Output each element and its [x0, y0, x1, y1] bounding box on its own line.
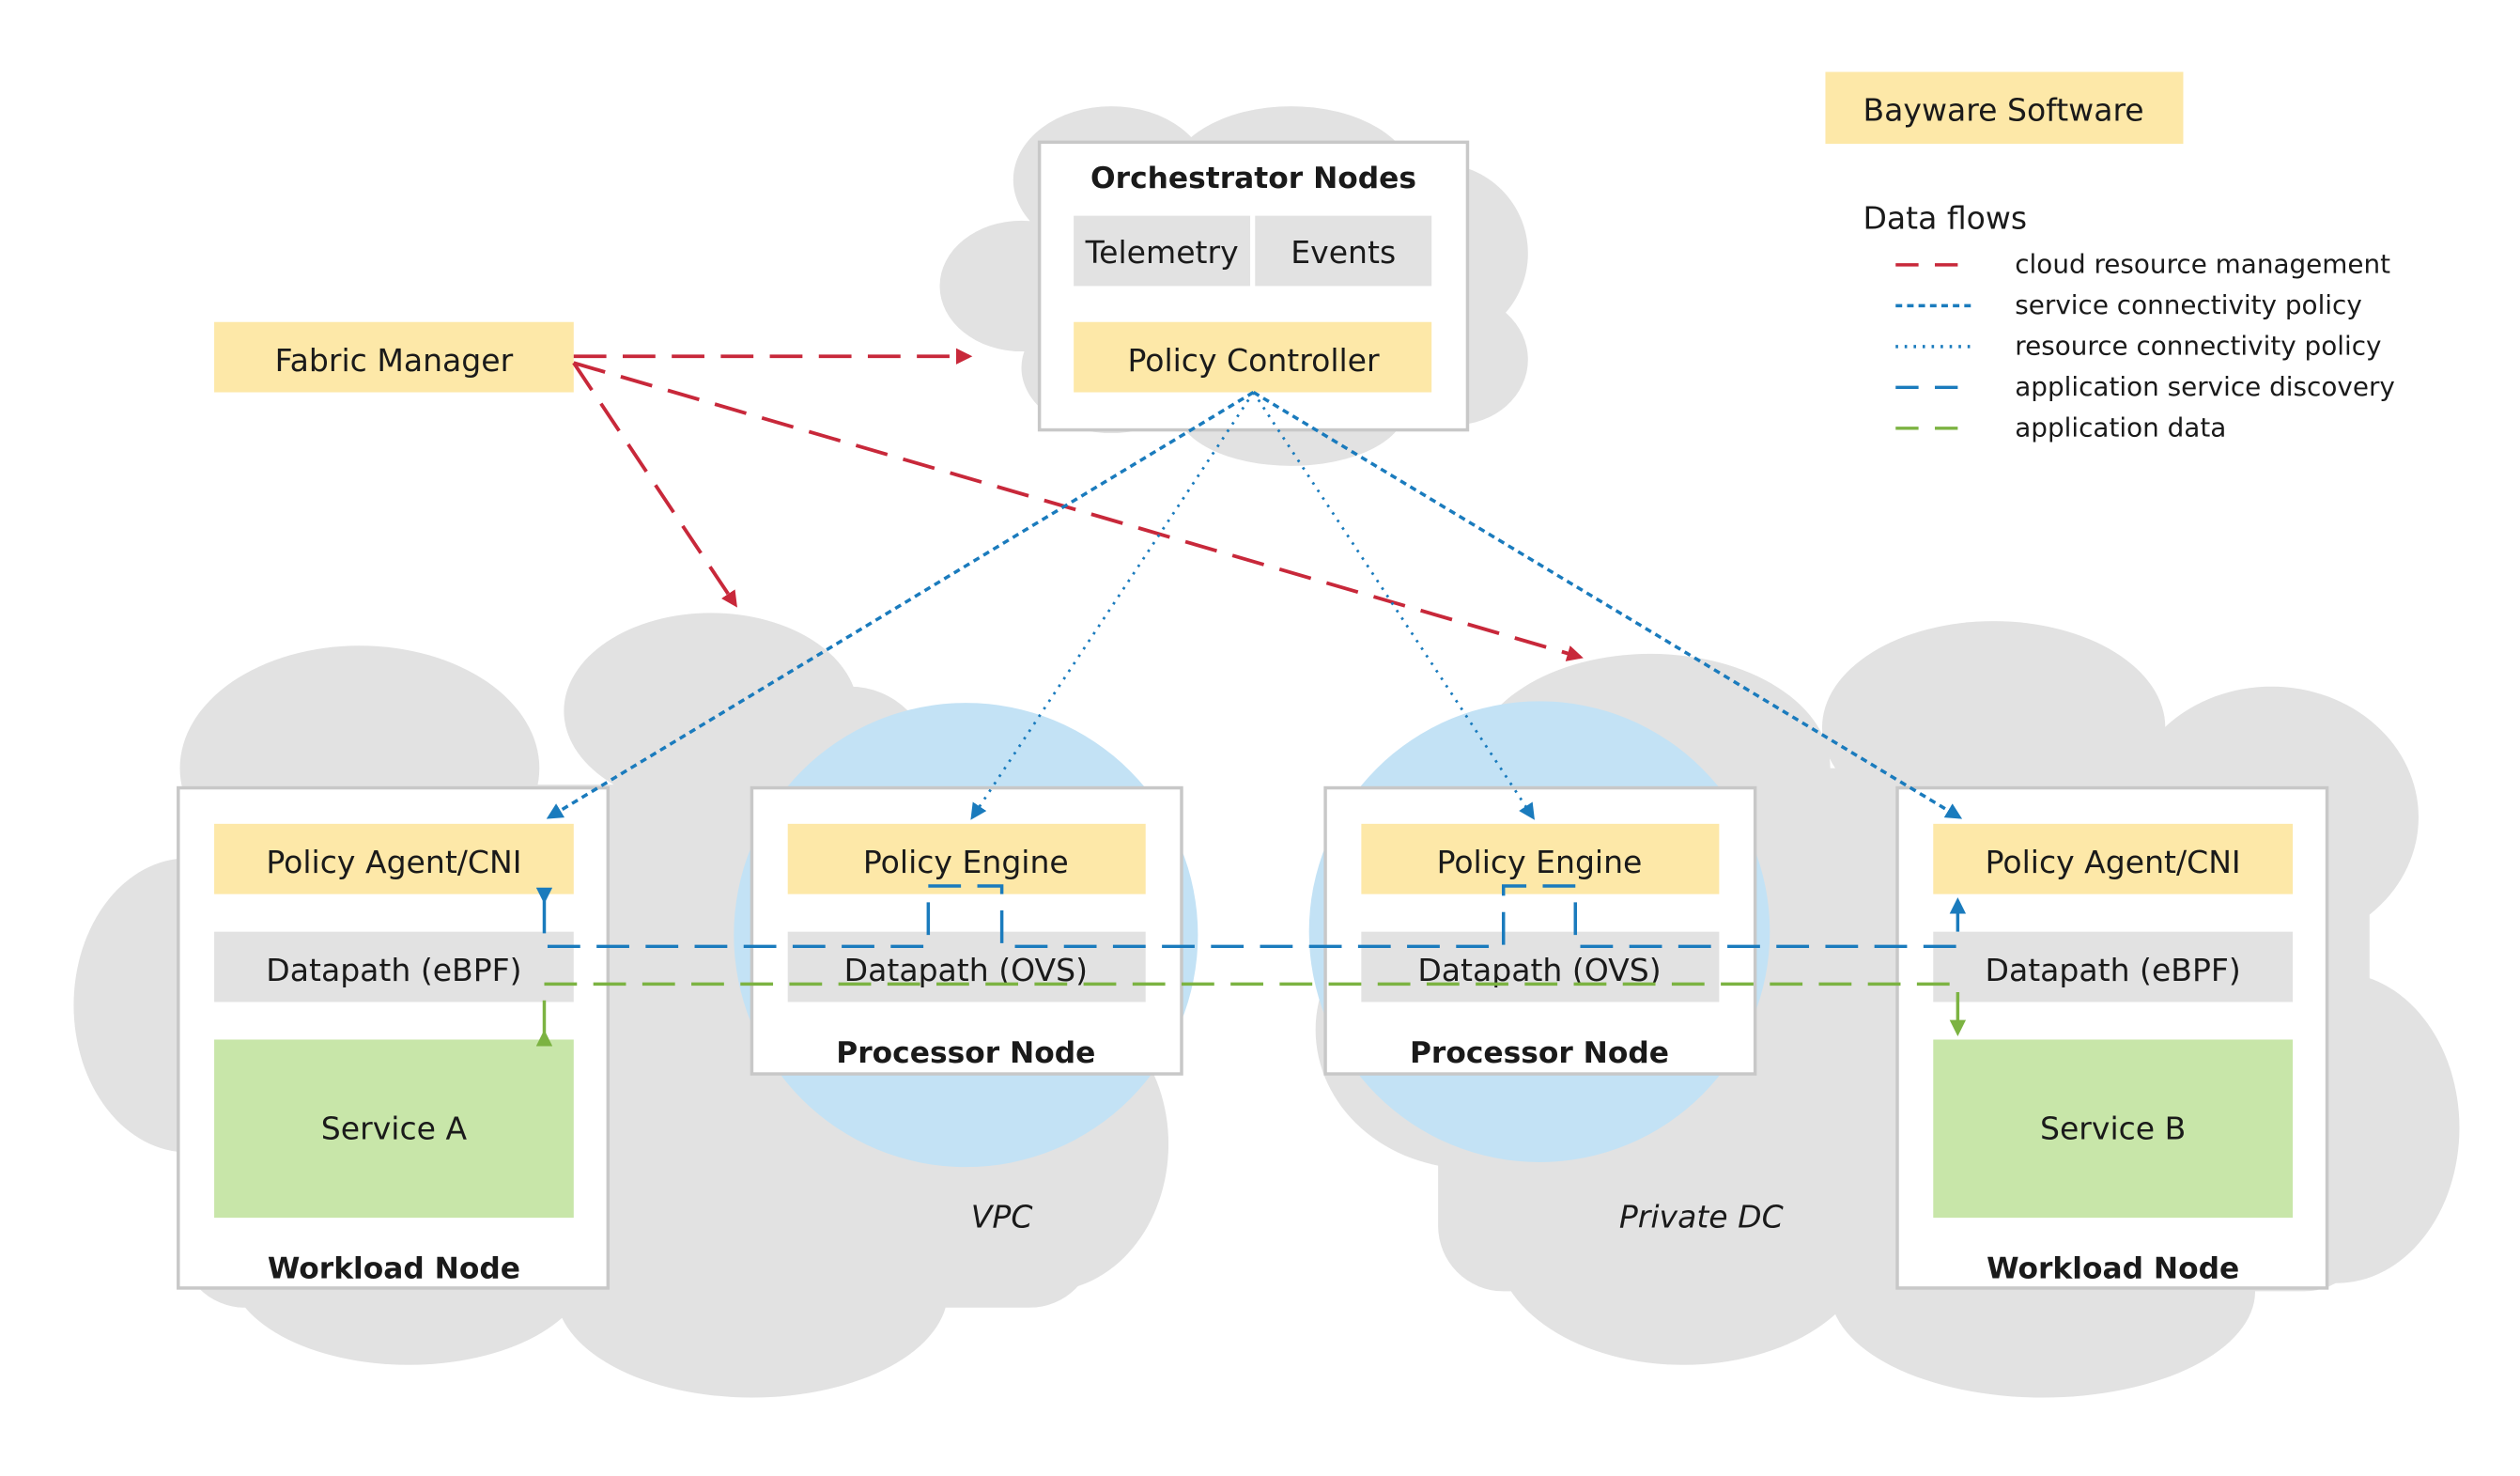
policy-engine-left-label: Policy Engine: [863, 844, 1069, 880]
policy-agent-left-box[interactable]: [214, 823, 574, 894]
datapath-right-label: Datapath (eBPF): [1986, 952, 2241, 988]
service-b-box[interactable]: [1933, 1039, 2294, 1219]
resource-connectivity-policy-flows: [970, 391, 1535, 820]
policy-engine-left-box[interactable]: [787, 823, 1146, 894]
fabric-manager-box[interactable]: [214, 321, 574, 393]
service-connectivity-policy-flows: [546, 391, 1963, 819]
datapath-ovs-right-box[interactable]: [1361, 931, 1720, 1002]
policy-agent-right-label: Policy Agent/CNI: [1986, 844, 2241, 880]
fabric-manager-label: Fabric Manager: [275, 342, 514, 379]
datapath-left-box[interactable]: [214, 931, 574, 1002]
events-label: Events: [1291, 234, 1396, 271]
processor-node-right-title: Processor Node: [1410, 1036, 1669, 1070]
processor-node-left-title: Processor Node: [836, 1036, 1095, 1070]
datapath-right-box[interactable]: [1933, 931, 2294, 1002]
service-b-label: Service B: [2040, 1111, 2186, 1147]
telemetry-label: Telemetry: [1085, 234, 1239, 271]
legend-item-label: resource connectivity policy: [2015, 331, 2381, 362]
workload-node-right-title: Workload Node: [1987, 1251, 2239, 1285]
legend-item-label: application service discovery: [2015, 371, 2395, 402]
bayware-software-swatch: [1825, 71, 2184, 145]
workload-node-left-title: Workload Node: [268, 1251, 520, 1285]
data-flows-title: Data flows: [1863, 200, 2027, 237]
events-box[interactable]: [1255, 215, 1432, 287]
cloud-resource-management-flows: [572, 348, 1584, 661]
bayware-software-label: Bayware Software: [1863, 92, 2144, 129]
policy-engine-right-label: Policy Engine: [1437, 844, 1643, 880]
policy-controller-label: Policy Controller: [1127, 342, 1380, 379]
service-a-label: Service A: [321, 1111, 468, 1147]
orchestrator-title: Orchestrator Nodes: [1090, 162, 1416, 195]
datapath-ovs-left-label: Datapath (OVS): [844, 952, 1088, 988]
policy-agent-left-label: Policy Agent/CNI: [266, 844, 521, 880]
application-data-flow: [535, 982, 1967, 1047]
vpc-label: VPC: [971, 1199, 1033, 1235]
legend-item-label: service connectivity policy: [2015, 289, 2362, 320]
legend-item-label: application data: [2015, 412, 2226, 443]
service-a-box[interactable]: [214, 1039, 574, 1219]
private-dc-label: Private DC: [1619, 1199, 1784, 1235]
policy-engine-right-box[interactable]: [1361, 823, 1720, 894]
datapath-ovs-right-label: Datapath (OVS): [1417, 952, 1661, 988]
datapath-left-label: Datapath (eBPF): [266, 952, 521, 988]
datapath-ovs-left-box[interactable]: [787, 931, 1146, 1002]
legend-items: cloud resource management service connec…: [1895, 249, 2395, 443]
policy-agent-right-box[interactable]: [1933, 823, 2294, 894]
telemetry-box[interactable]: [1074, 215, 1251, 287]
application-service-discovery-flow: [535, 884, 1967, 949]
legend-item-label: cloud resource management: [2015, 249, 2390, 280]
policy-controller-box[interactable]: [1074, 321, 1432, 393]
